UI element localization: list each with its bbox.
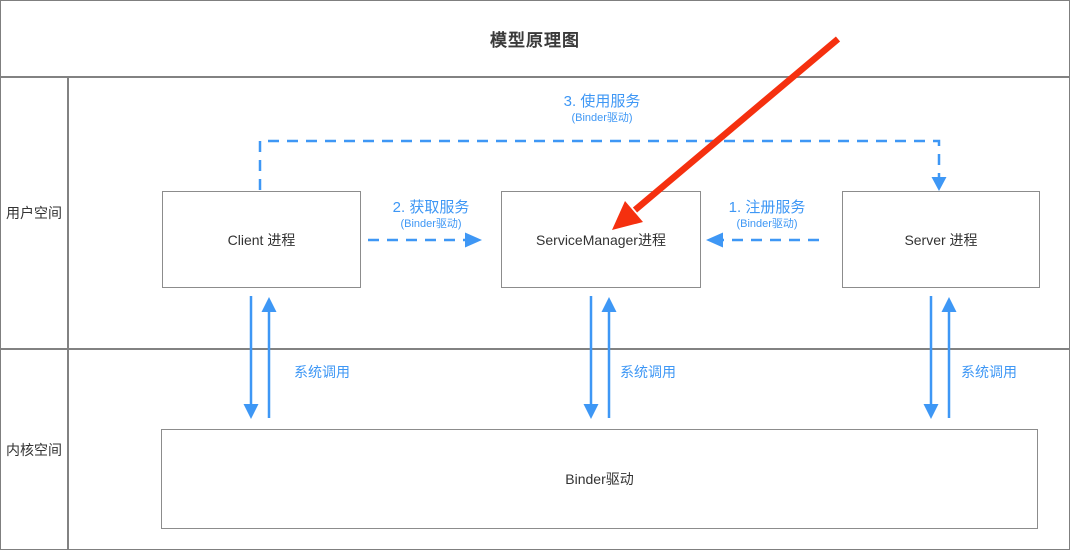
server-process-box: Server 进程 bbox=[842, 191, 1040, 288]
row-label-kernel-space: 内核空间 bbox=[6, 441, 62, 458]
title-separator-line bbox=[1, 76, 1069, 78]
client-process-box: Client 进程 bbox=[162, 191, 361, 288]
servicemanager-process-box: ServiceManager进程 bbox=[501, 191, 701, 288]
servicemanager-process-label: ServiceManager进程 bbox=[536, 231, 666, 248]
get-service-label-main: 2. 获取服务 bbox=[392, 199, 470, 216]
syscall-arrows-server bbox=[923, 296, 957, 419]
row-label-user-space: 用户空间 bbox=[6, 205, 62, 221]
page-title: 模型原理图 bbox=[490, 31, 580, 50]
syscall-arrows-servicemanager bbox=[583, 296, 617, 419]
binder-driver-label: Binder驱动 bbox=[565, 471, 634, 487]
binder-driver-box: Binder驱动 bbox=[161, 429, 1038, 529]
get-service-label: 2. 获取服务 (Binder驱动) bbox=[361, 199, 501, 231]
register-service-label: 1. 注册服务 (Binder驱动) bbox=[697, 199, 837, 231]
get-service-label-sub: (Binder驱动) bbox=[400, 218, 462, 230]
register-service-label-main: 1. 注册服务 bbox=[728, 199, 806, 216]
syscall-arrows-client bbox=[243, 296, 277, 419]
syscall-label-client: 系统调用 bbox=[294, 364, 350, 380]
syscall-label-server: 系统调用 bbox=[961, 364, 1017, 380]
register-service-arrow bbox=[706, 232, 819, 248]
client-process-label: Client 进程 bbox=[227, 231, 296, 248]
use-service-label-sub: (Binder驱动) bbox=[571, 112, 633, 124]
server-process-label: Server 进程 bbox=[904, 231, 978, 248]
user-kernel-divider-line bbox=[1, 348, 1069, 350]
use-service-label-main: 3. 使用服务 bbox=[563, 93, 641, 110]
use-service-arrow bbox=[258, 139, 947, 191]
syscall-label-servicemanager: 系统调用 bbox=[620, 364, 676, 380]
get-service-arrow bbox=[368, 232, 482, 248]
use-service-label: 3. 使用服务 (Binder驱动) bbox=[502, 93, 702, 125]
register-service-label-sub: (Binder驱动) bbox=[736, 218, 798, 230]
row-label-column-divider bbox=[67, 76, 69, 549]
